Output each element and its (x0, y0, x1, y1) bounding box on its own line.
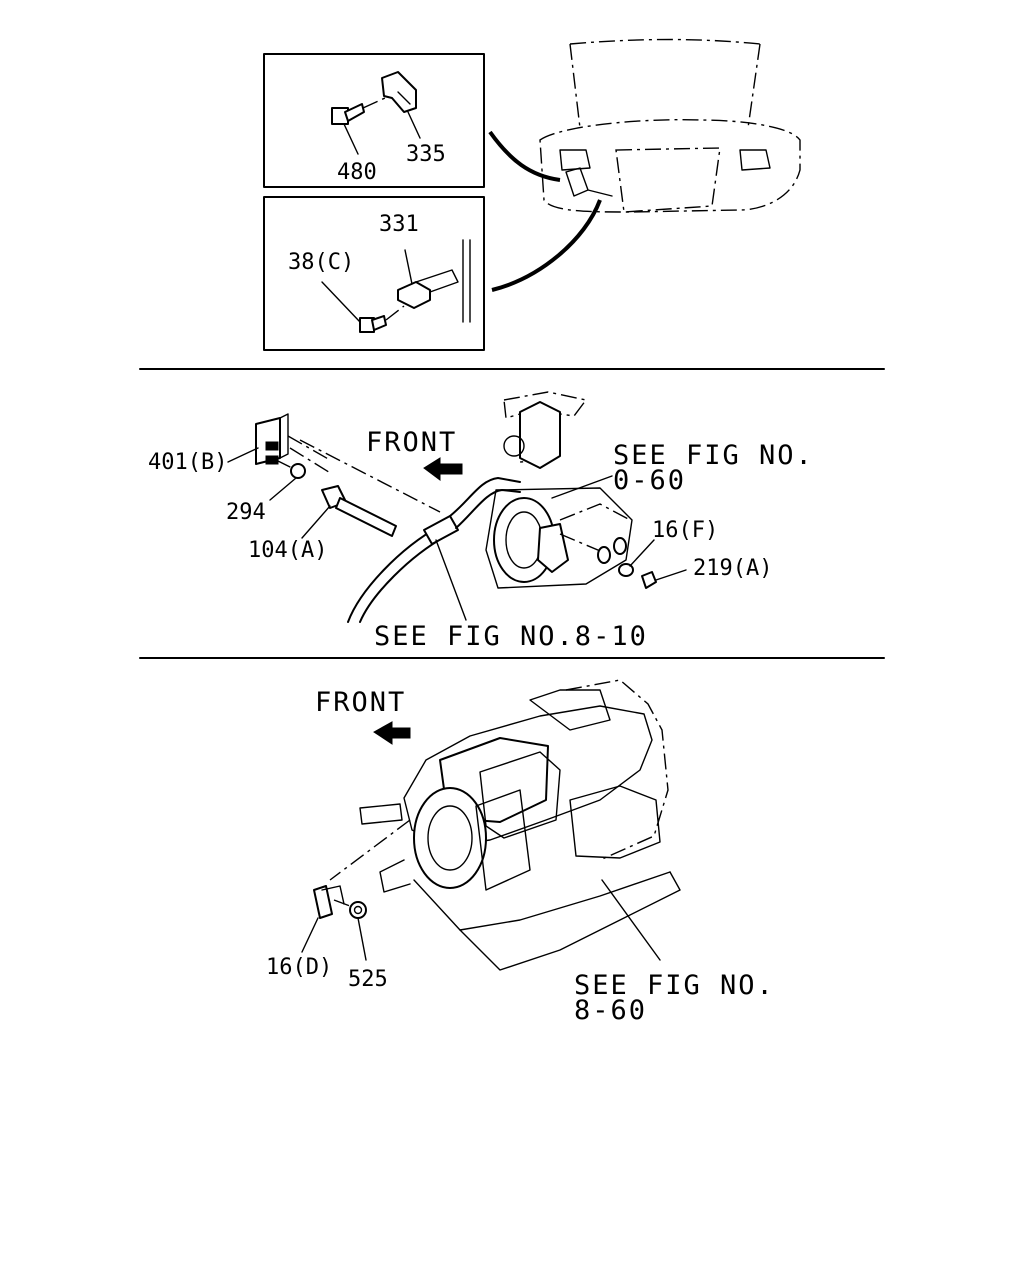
see-fig-810: SEE FIG NO.8-10 (374, 621, 648, 652)
heater-unit-drawing (329, 679, 681, 971)
part-label-331: 331 (379, 212, 419, 237)
see-fig-060-line1: SEE FIG NO. (613, 440, 814, 471)
part-label-219a: 219(A) (693, 556, 772, 581)
see-fig-060-line2: 0-60 (613, 465, 686, 496)
part-label-16f: 16(F) (652, 518, 718, 543)
leader-curve-lower (491, 199, 602, 292)
part-label-335: 335 (406, 142, 446, 167)
clip-16d-drawing (301, 885, 345, 953)
front-arrow-bottom (373, 721, 411, 745)
dashboard-drawing (539, 38, 801, 213)
part-label-401b: 401(B) (148, 450, 227, 475)
bolt-480-drawing (331, 97, 386, 125)
clip-104a-drawing (299, 439, 441, 539)
detail-box-upper (263, 53, 485, 188)
nut-294-drawing (269, 459, 306, 501)
front-arrow-mid (423, 457, 463, 481)
cable-drawing (347, 477, 521, 623)
top-section (263, 38, 801, 351)
leader-curve-upper (488, 130, 561, 182)
see-fig-860-line2: 8-60 (574, 995, 647, 1026)
bracket-401b-drawing (255, 413, 333, 475)
front-label-bottom: FRONT (315, 687, 406, 718)
part-label-38c: 38(C) (288, 250, 354, 275)
part-label-16d: 16(D) (266, 955, 332, 980)
washer-16f-drawing (597, 537, 655, 577)
nut-525-drawing (333, 899, 367, 961)
screw-38c-drawing (321, 281, 405, 333)
nut-219a-drawing (641, 569, 687, 589)
part-label-480: 480 (337, 160, 377, 185)
part-label-525: 525 (348, 967, 388, 992)
middle-section (227, 391, 687, 623)
clip-331-drawing (397, 239, 471, 323)
front-label-mid: FRONT (366, 427, 457, 458)
blower-motor-drawing (485, 391, 633, 589)
detail-box-lower (263, 196, 485, 351)
bottom-section (301, 679, 681, 971)
part-label-104a: 104(A) (248, 538, 327, 563)
bracket-335-drawing (381, 71, 417, 113)
see-fig-860-line1: SEE FIG NO. (574, 970, 775, 1001)
part-label-294: 294 (226, 500, 266, 525)
